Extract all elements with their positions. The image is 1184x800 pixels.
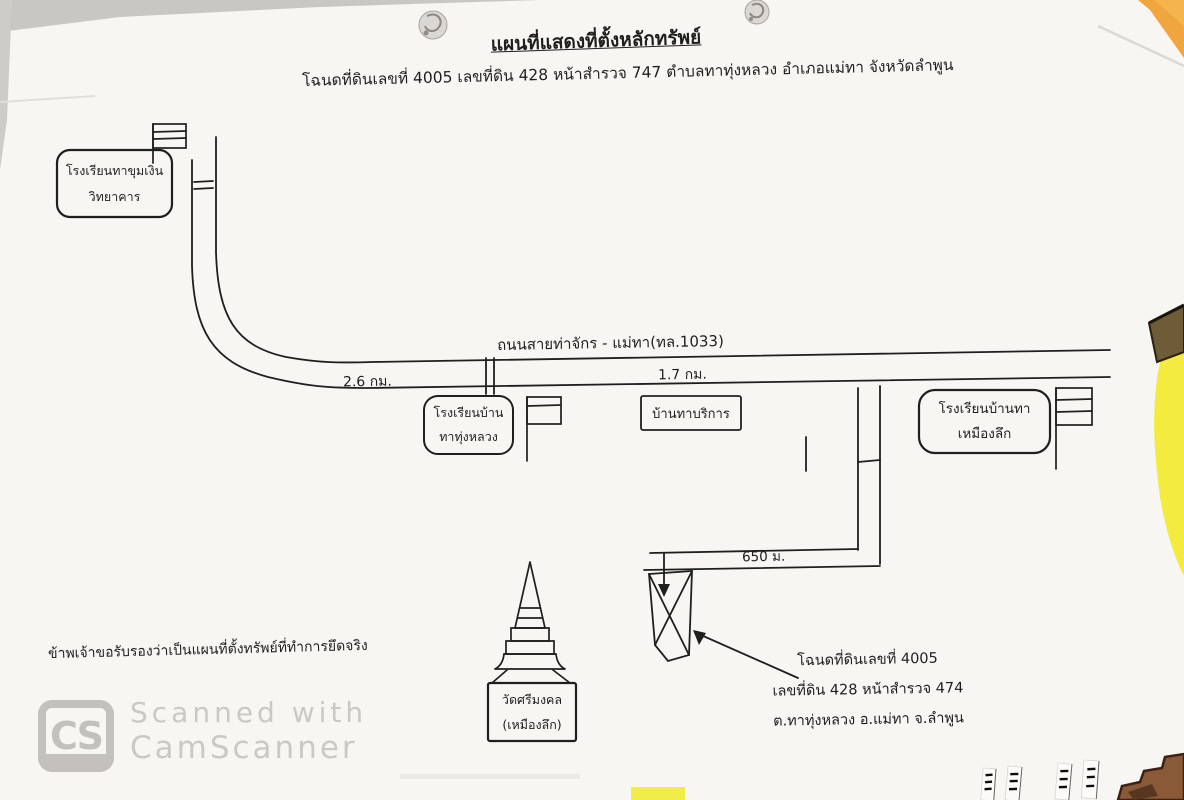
school-e-box	[917, 388, 1052, 455]
yellow-edge	[1154, 310, 1184, 576]
main-road	[191, 136, 1111, 395]
crossing-mark	[485, 357, 495, 395]
school-nw-box	[55, 148, 174, 219]
wat-line2: (เหมืองลึก)	[502, 717, 562, 732]
school-e-label: โรงเรียนบ้านทา เหมืองลึก	[919, 390, 1050, 453]
edge-tab	[1004, 765, 1023, 800]
parcel-note-line2: เลขที่ดิน 428 หน้าสำรวจ 474	[772, 680, 964, 700]
scanner-bed-wedge	[0, 0, 540, 32]
bridge-mark	[193, 180, 214, 190]
scanner-bed-left-strip	[0, 0, 12, 170]
dark-object-edge	[1148, 303, 1184, 325]
school-mid-box	[423, 395, 514, 455]
watermark-line1: Scanned with	[130, 696, 368, 729]
binder-grommet-icon	[744, 0, 770, 25]
flag-icon	[152, 123, 187, 164]
distance-left-label: 2.6 กม.	[342, 373, 393, 391]
school-nw-label: โรงเรียนทาขุมเงิน วิทยาคาร	[57, 150, 172, 217]
scan-streak	[400, 774, 580, 779]
paper-stack-corner	[1116, 752, 1184, 800]
school-mid-line1: โรงเรียนบ้าน	[433, 405, 504, 420]
wat-sign-box	[486, 681, 578, 743]
ban-tha-box	[640, 395, 742, 431]
distance-right-label: 1.7 กม.	[657, 366, 708, 384]
watermark-line2: CamScanner	[130, 730, 358, 766]
stupa-icon	[491, 561, 571, 684]
school-e-line2: เหมืองลึก	[957, 425, 1012, 442]
paper-edge-shadow	[1097, 24, 1184, 68]
school-e-line1: โรงเรียนบ้านทา	[938, 400, 1031, 417]
highlight-sliver	[631, 787, 685, 800]
ban-tha-label: บ้านทาบริการ	[641, 396, 741, 430]
wat-sign-label: วัดศรีมงคล (เหมืองลึก)	[488, 683, 576, 741]
edge-tab	[1054, 762, 1073, 800]
camscanner-logo: CS	[38, 700, 114, 772]
flag-icon	[526, 396, 562, 462]
school-nw-line1: โรงเรียนทาขุมเงิน	[65, 162, 164, 178]
paper-fold-line	[0, 95, 96, 103]
edge-tab	[1080, 759, 1100, 800]
folder-corner-highlight	[1154, 0, 1184, 26]
paper-stack-shadow	[1128, 784, 1158, 800]
parcel-note: โฉนดที่ดินเลขที่ 4005 เลขที่ดิน 428 หน้า…	[761, 643, 975, 737]
school-mid-line2: ทาทุ่งหลวง	[439, 429, 498, 444]
road-label: ถนนสายท่าจักร - แม่ทา(ทล.1033)	[496, 332, 725, 354]
camscanner-logo-base	[46, 754, 106, 767]
wat-line1: วัดศรีมงคล	[501, 692, 563, 707]
edge-tab	[980, 767, 997, 800]
side-road	[643, 385, 881, 571]
property-parcel-marker	[648, 570, 693, 663]
school-mid-label: โรงเรียนบ้าน ทาทุ่งหลวง	[424, 396, 513, 454]
note-arrow-icon	[693, 630, 799, 679]
distance-side-label: 650 ม.	[741, 548, 786, 566]
crossing-mark	[857, 459, 881, 463]
parcel-arrow-icon	[658, 553, 670, 597]
parcel-note-line3: ต.ทาทุ่งหลวง อ.แม่ทา จ.ลำพูน	[773, 710, 965, 730]
flag-icon	[1055, 387, 1093, 470]
camscanner-logo-text: CS	[50, 714, 104, 758]
parcel-note-line1: โฉนดที่ดินเลขที่ 4005	[796, 650, 938, 670]
school-nw-line2: วิทยาคาร	[88, 188, 141, 204]
binder-grommet-icon	[418, 10, 448, 40]
ban-tha-text: บ้านทาบริการ	[652, 406, 730, 422]
